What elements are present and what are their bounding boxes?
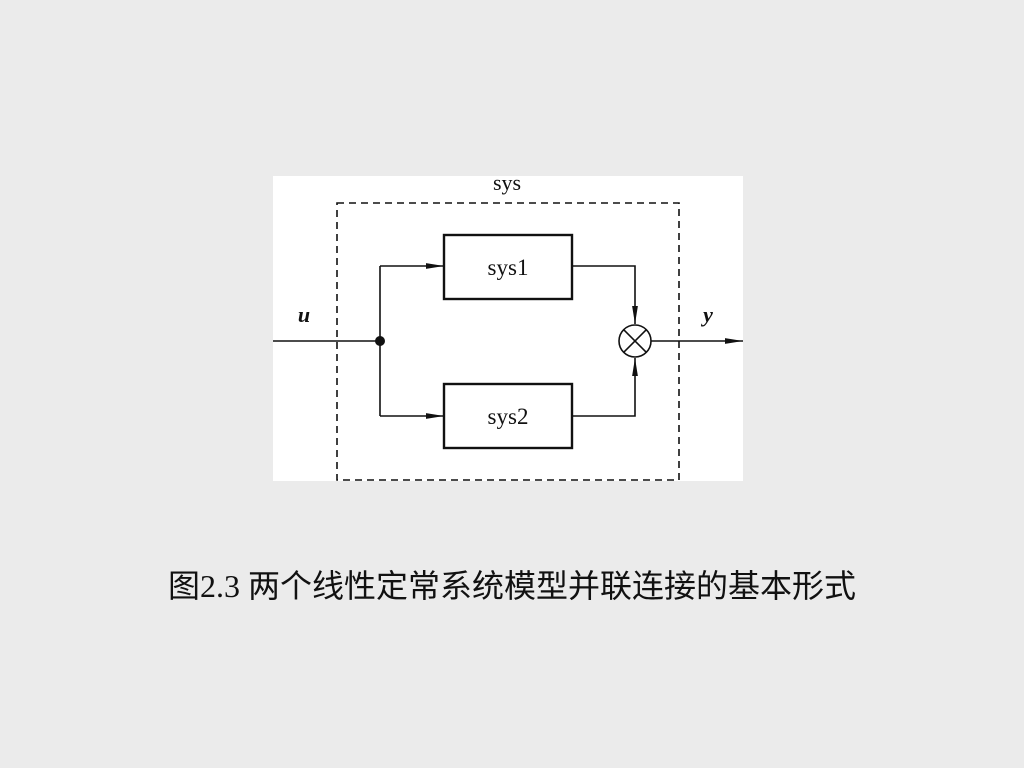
sys1-output-line (572, 265, 638, 324)
outer-system-label: sys (493, 170, 521, 195)
input-label: u (298, 302, 310, 327)
sys1-block (442, 233, 574, 301)
sys2-label: sys2 (488, 404, 529, 429)
summing-junction-icon (618, 324, 652, 358)
figure-panel: sys u sys1 sys2 (273, 170, 743, 481)
sys1-label: sys1 (488, 255, 529, 280)
figure-caption: 图2.3 两个线性定常系统模型并联连接的基本形式 (167, 568, 856, 604)
sys2-block (442, 382, 574, 450)
output-label: y (700, 302, 713, 327)
parallel-connection-diagram: sys u sys1 sys2 (273, 170, 743, 481)
sys2-output-line (572, 358, 638, 417)
